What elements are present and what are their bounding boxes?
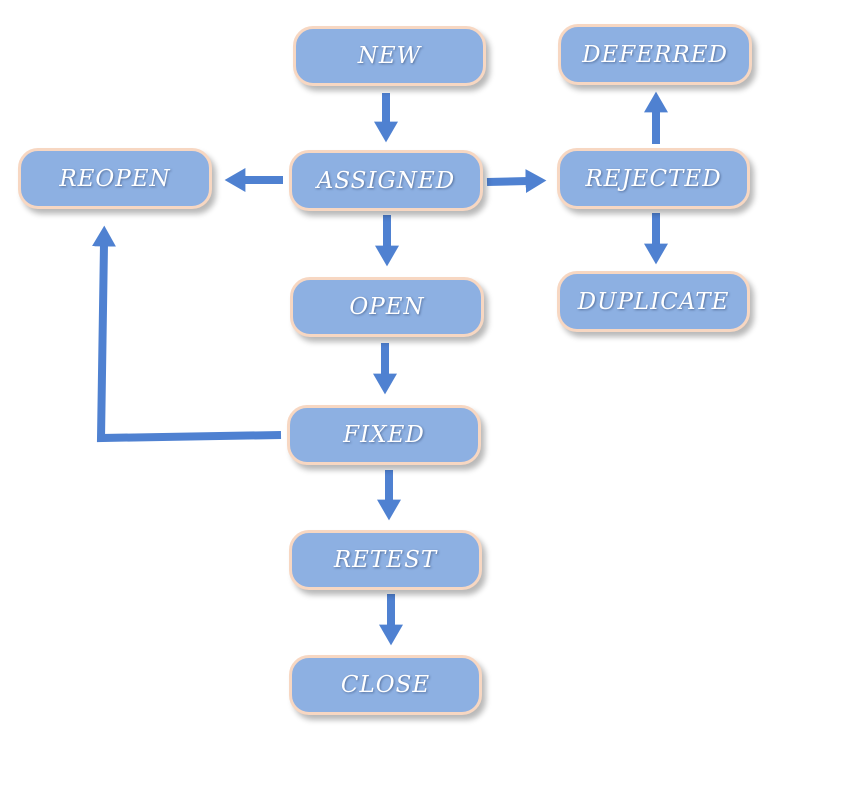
arrow-assigned-to-rejected (486, 169, 547, 194)
node-reopen: REOPEN (18, 148, 212, 209)
node-rejected: REJECTED (557, 148, 750, 209)
node-new: NEW (293, 26, 486, 86)
node-retest: RETEST (289, 530, 482, 590)
node-assigned: ASSIGNED (289, 150, 483, 211)
node-fixed: FIXED (287, 405, 481, 465)
node-duplicate: DUPLICATE (557, 271, 750, 332)
arrow-fixed-to-reopen (91, 225, 282, 443)
node-close: CLOSE (289, 655, 482, 715)
node-deferred: DEFERRED (558, 24, 752, 85)
node-open: OPEN (290, 277, 484, 337)
